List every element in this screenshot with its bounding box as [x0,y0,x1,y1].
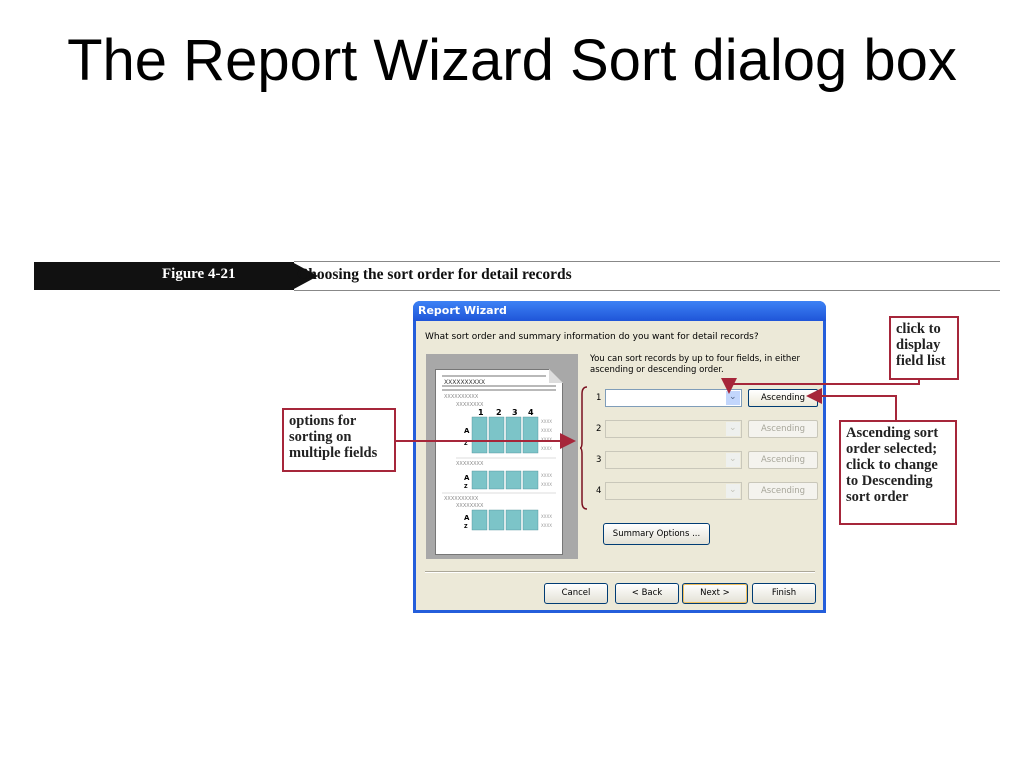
callout-display-field-list: click to display field list [889,316,959,380]
sort-field-combo-3[interactable]: ⌄ [605,451,742,469]
finish-button[interactable]: Finish [752,583,816,604]
back-button[interactable]: < Back [615,583,679,604]
figure-caption-bar: Figure 4-21 Choosing the sort order for … [34,261,1000,291]
cancel-button[interactable]: Cancel [544,583,608,604]
chevron-down-icon: ⌄ [729,453,737,463]
sort-row-4: 4 ⌄ Ascending [596,482,826,504]
preview-cell-text: XXXX [541,473,552,478]
slide-title: The Report Wizard Sort dialog box [67,28,957,93]
preview-placeholder-text: XXXXXXXXXX [444,496,479,502]
preview-cell-text: XXXX [541,514,552,519]
sort-fields-brace [580,386,588,510]
sort-order-button-2[interactable]: Ascending [748,420,818,438]
sort-order-button-1[interactable]: Ascending [748,389,818,407]
combo-dropdown-button[interactable]: ⌄ [726,484,740,498]
report-preview: XXXXXXXXXX XXXXXXXXXX XXXXXXXX 1 2 3 4 [426,354,578,559]
sort-field-combo-2[interactable]: ⌄ [605,420,742,438]
preview-column-number: 4 [528,408,534,417]
preview-cell-text: XXXX [541,446,552,451]
combo-dropdown-button[interactable]: ⌄ [726,453,740,467]
next-button[interactable]: Next > [682,583,748,604]
preview-column-number: 3 [512,408,518,417]
callout-multiple-fields: options for sorting on multiple fields [282,408,396,472]
sort-field-combo-4[interactable]: ⌄ [605,482,742,500]
dialog-client: What sort order and summary information … [416,321,823,610]
sort-row-index: 4 [596,486,602,496]
dialog-title: Report Wizard [418,304,507,317]
preview-column-number: 1 [478,408,484,417]
wizard-question: What sort order and summary information … [425,332,759,342]
preview-sort-letter: A [464,427,470,435]
preview-cell-text: XXXX [541,523,552,528]
figure-number: Figure 4-21 [162,266,236,282]
callout-ascending-order: Ascending sort order selected; click to … [839,420,957,525]
sort-order-button-3[interactable]: Ascending [748,451,818,469]
preview-placeholder-text: XXXXXXXXXX [444,394,479,400]
sort-row-1: 1 ⌄ Ascending [596,389,826,411]
preview-placeholder-text: XXXXXXXX [456,503,484,509]
preview-page: XXXXXXXXXX XXXXXXXXXX XXXXXXXX 1 2 3 4 [435,369,563,555]
report-wizard-dialog: Report Wizard What sort order and summar… [413,301,826,613]
preview-cell-text: XXXX [541,428,552,433]
chevron-down-icon: ⌄ [729,422,737,432]
button-separator [425,571,815,573]
sort-row-index: 3 [596,455,602,465]
preview-cell-text: XXXX [541,437,552,442]
sort-row-2: 2 ⌄ Ascending [596,420,826,442]
preview-cell-text: XXXX [541,419,552,424]
summary-options-button[interactable]: Summary Options ... [603,523,710,545]
chevron-down-icon: ⌄ [729,484,737,494]
preview-sort-letter: A [464,474,470,482]
dialog-title-bar[interactable]: Report Wizard [413,301,826,321]
sort-order-button-4[interactable]: Ascending [748,482,818,500]
caption-arrow-icon [292,262,318,290]
preview-sort-letter: Z [464,441,468,447]
sort-field-combo-1[interactable]: ⌄ [605,389,742,407]
sort-row-index: 1 [596,393,602,403]
preview-sort-letter: Z [464,484,468,490]
preview-column-number: 2 [496,408,502,417]
preview-placeholder-text: XXXXXXXXXX [444,379,485,386]
preview-sort-letter: A [464,514,470,522]
chevron-down-icon: ⌄ [729,391,737,401]
sort-row-index: 2 [596,424,602,434]
preview-placeholder-text: XXXXXXXX [456,461,484,467]
preview-layout-graphic: XXXXXXXXXX XXXXXXXXXX XXXXXXXX 1 2 3 4 [442,375,556,531]
figure-caption: Choosing the sort order for detail recor… [297,266,572,283]
preview-cell-text: XXXX [541,482,552,487]
sort-row-3: 3 ⌄ Ascending [596,451,826,473]
combo-dropdown-button[interactable]: ⌄ [726,391,740,405]
preview-placeholder-text: XXXXXXXX [456,402,484,408]
preview-sort-letter: Z [464,524,468,530]
wizard-info-text: You can sort records by up to four field… [590,354,801,375]
combo-dropdown-button[interactable]: ⌄ [726,422,740,436]
